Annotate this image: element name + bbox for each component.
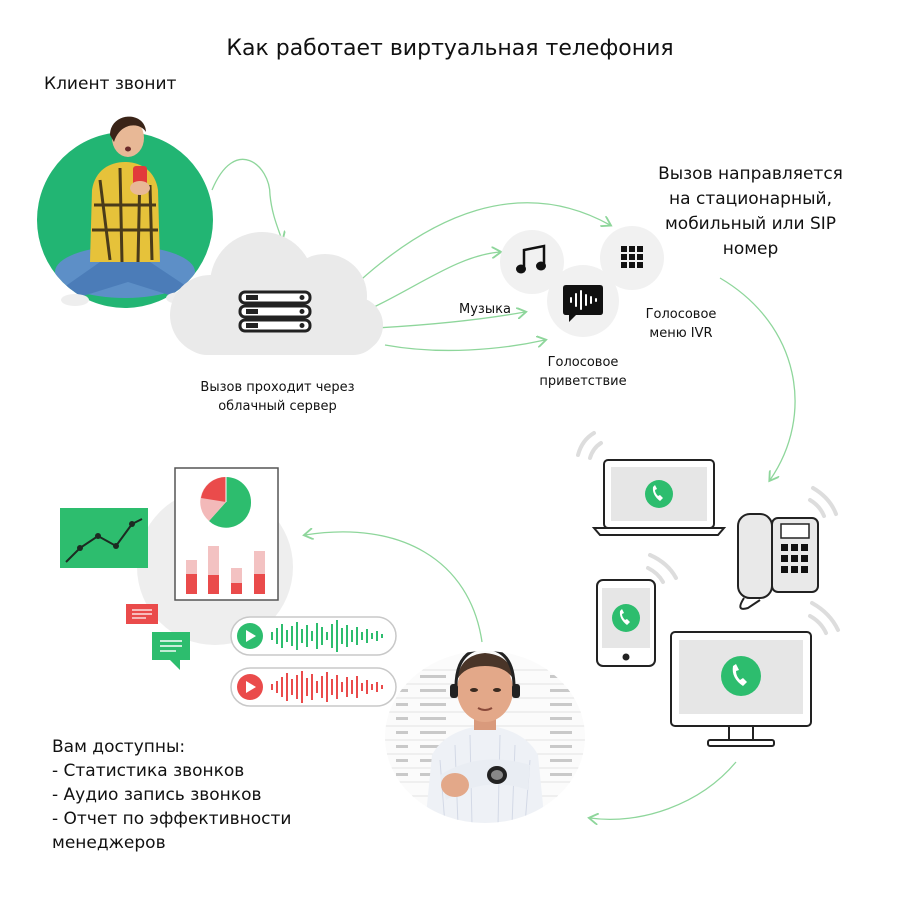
- label-call-routing-line: мобильный или SIP: [664, 214, 837, 234]
- feature-item: - Статистика звонков: [52, 761, 245, 781]
- pie-chart-icon: [200, 476, 252, 528]
- label-voice-greeting-line: Голосовое: [547, 355, 619, 370]
- label-call-routing-line: номер: [722, 239, 779, 259]
- client-illustration: [37, 116, 213, 308]
- label-ivr-menu: Голосовое меню IVR: [636, 305, 726, 343]
- flow-arrows: [211, 158, 796, 819]
- feature-item: - Отчет по эффективности: [52, 809, 292, 829]
- voice-greeting-icon: [547, 265, 619, 337]
- audio-wave-icon-green: [230, 616, 397, 656]
- label-voice-greeting-line: приветствие: [539, 374, 627, 389]
- label-music: Музыка: [459, 302, 511, 317]
- arrow-devices-to-manager: [590, 761, 737, 819]
- label-call-routing: Вызов направляется на стационарный, моби…: [628, 162, 873, 262]
- arrow-cloud-bottom: [384, 340, 545, 352]
- label-call-routing-line: на стационарный,: [669, 189, 832, 209]
- arrow-ivr-to-devices: [719, 277, 796, 480]
- label-client-calls: Клиент звонит: [44, 74, 177, 94]
- bar-chart-icon: [186, 546, 265, 594]
- manager-photo: [385, 651, 585, 823]
- label-cloud-server-line: облачный сервер: [218, 399, 337, 414]
- label-ivr-menu-line: меню IVR: [649, 326, 713, 341]
- desk-phone-icon: [737, 513, 819, 610]
- analytics-cluster: [60, 467, 293, 670]
- laptop-icon: [591, 459, 727, 536]
- feature-item: - Аудио запись звонков: [52, 785, 262, 805]
- features-list: Вам доступны: - Статистика звонков - Ауд…: [52, 735, 291, 855]
- arrow-client-to-cloud: [211, 158, 282, 240]
- ivr-keypad-icon: [600, 226, 664, 290]
- arrow-cloud-to-music: [371, 252, 500, 309]
- label-cloud-server: Вызов проходит через облачный сервер: [180, 378, 375, 416]
- smartphone-icon: [596, 579, 656, 667]
- label-voice-greeting: Голосовое приветствие: [528, 353, 638, 391]
- label-cloud-server-line: Вызов проходит через: [200, 380, 355, 395]
- audio-wave-icon-red: [230, 667, 397, 707]
- cloud-server-icon: [170, 232, 383, 355]
- music-icon: [500, 230, 564, 294]
- wifi-signals: [576, 431, 840, 635]
- arrow-manager-to-report: [305, 532, 483, 643]
- arrow-cloud-to-greeting: [374, 312, 525, 329]
- chart-icon: [60, 508, 148, 568]
- label-ivr-menu-line: Голосовое: [645, 307, 717, 322]
- monitor-icon: [670, 631, 812, 747]
- page-title: Как работает виртуальная телефония: [226, 36, 674, 61]
- feature-item: менеджеров: [52, 833, 166, 853]
- label-call-routing-line: Вызов направляется: [658, 164, 843, 184]
- arrow-cloud-to-top: [351, 202, 610, 289]
- features-heading: Вам доступны:: [52, 737, 186, 757]
